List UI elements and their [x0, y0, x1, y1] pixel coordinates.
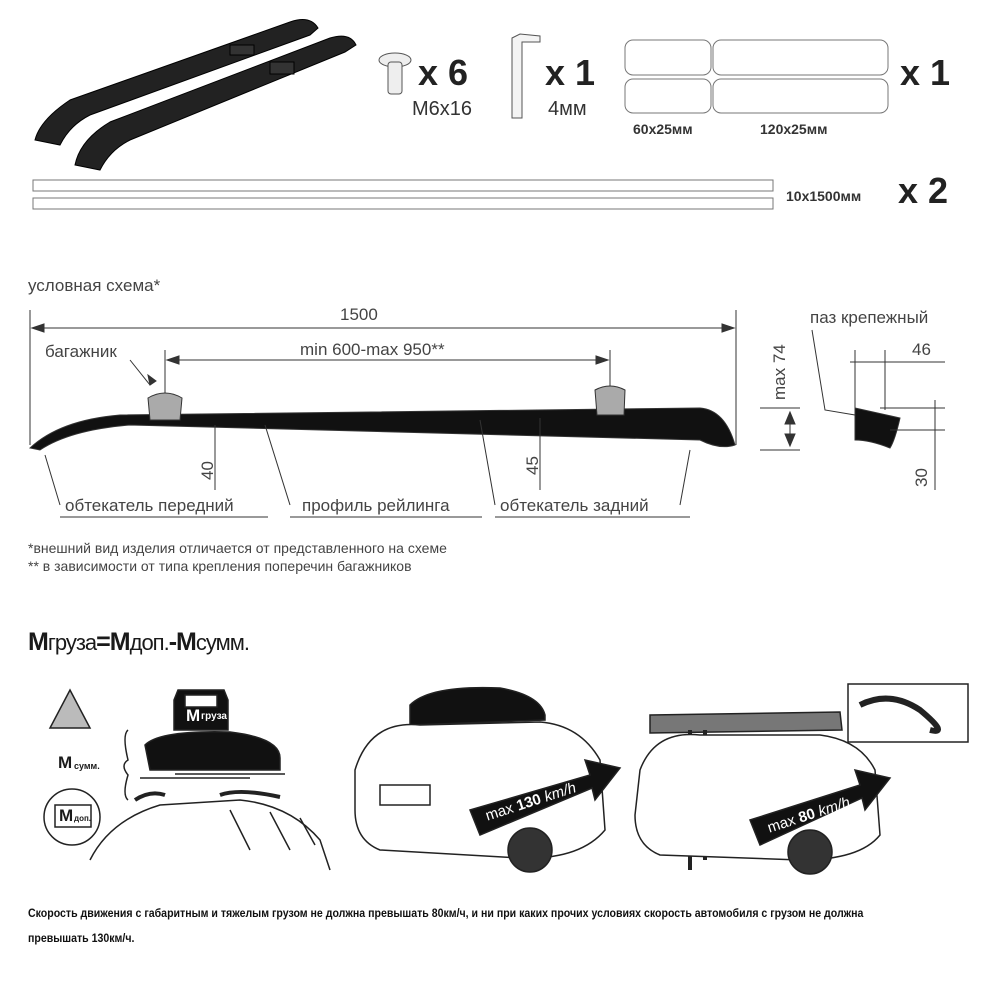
note-1: *внешний вид изделия отличается от предс… [28, 540, 447, 556]
pad-small-size: 60x25мм [633, 121, 693, 137]
pads-image [624, 39, 889, 114]
key-qty: x 1 [545, 52, 596, 93]
range-label: min 600-max 950** [300, 340, 445, 359]
note-2: ** в зависимости от типа крепления попер… [28, 558, 412, 574]
warning-icon [48, 688, 92, 729]
panel-box-speed [354, 686, 622, 873]
usage-illustrations [43, 683, 969, 875]
slot-label: паз крепежный [810, 308, 929, 327]
strap-detail-icon [847, 683, 969, 743]
roof-rails-image [34, 19, 357, 171]
slot-dim: 46 [912, 340, 931, 359]
cargo-weight-label: груза [201, 711, 227, 722]
formula-allowed: доп. [129, 630, 170, 655]
formula-sum: сумм. [195, 630, 250, 655]
kit-illustrations [32, 19, 889, 210]
pad-large-size: 120x25мм [760, 121, 828, 137]
footer-line-1: Скорость движения с габаритным и тяжелым… [28, 908, 864, 920]
bolt-qty: x 6 [418, 52, 469, 93]
allowed-m: М [59, 806, 74, 825]
panel-long-load-speed [634, 683, 969, 875]
scheme-title: условная схема* [28, 276, 161, 295]
formula-eq: = [96, 628, 111, 656]
front-cover-label: обтекатель передний [65, 496, 234, 515]
formula-minus: - [168, 628, 177, 656]
bolt-size: M6x16 [412, 98, 473, 120]
key-size: 4мм [548, 98, 587, 120]
formula-m: М [28, 628, 49, 656]
hex-key-icon [511, 33, 541, 119]
sum-m: М [58, 753, 73, 772]
rail-scheme-drawing [28, 310, 945, 518]
load-formula: Мгруза=Мдоп.-Мсумм. [28, 628, 250, 657]
sum-label: сумм. [74, 761, 100, 771]
long-load [649, 711, 843, 734]
strips-image [32, 179, 774, 210]
roof-box [144, 731, 281, 771]
panel-load [43, 688, 331, 871]
bolt-icon [378, 52, 412, 95]
formula-m: М [109, 628, 131, 656]
strips-qty: x 2 [898, 170, 949, 211]
cargo-m: М [186, 706, 201, 725]
footer-line-2: превышать 130км/ч. [28, 933, 135, 945]
strip-size: 10x1500мм [786, 188, 862, 204]
speed-arrow-80 [749, 768, 892, 847]
length-label: 1500 [340, 305, 378, 324]
profile-label: профиль рейлинга [302, 496, 450, 515]
speed-arrow-130 [468, 758, 622, 836]
formula-cargo: груза [47, 630, 97, 655]
rail-profile [28, 407, 736, 451]
rack-label: багажник [45, 342, 117, 361]
formula-m: М [176, 628, 197, 656]
pads-qty: x 1 [900, 52, 951, 93]
allowed-label: доп. [74, 814, 92, 823]
rear-cover-label: обтекатель задний [500, 496, 649, 515]
